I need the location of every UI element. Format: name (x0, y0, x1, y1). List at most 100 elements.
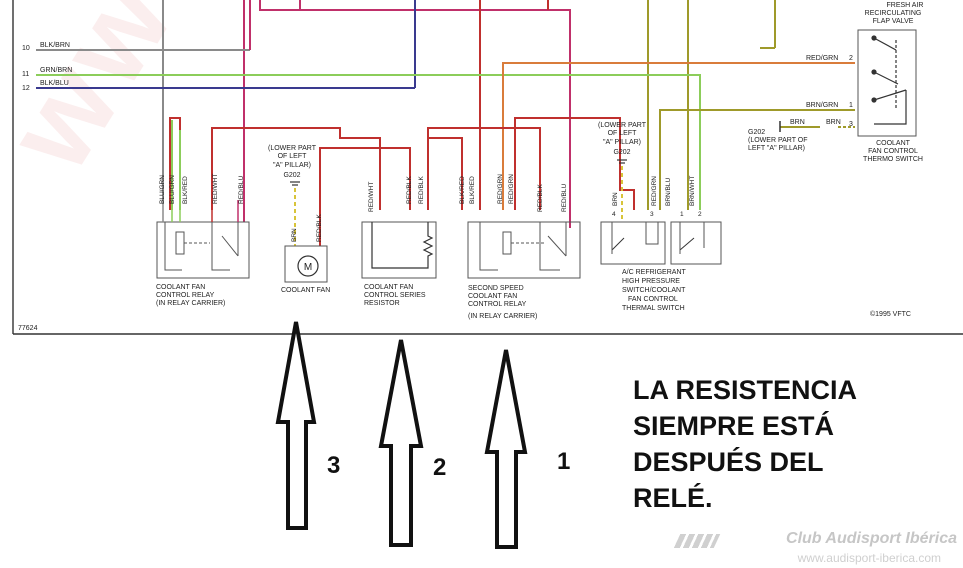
relay2-wire-label: RED/GRN (497, 174, 504, 204)
thermo-switch-label: FAN CONTROL (868, 148, 918, 155)
relay1-label: (IN RELAY CARRIER) (156, 300, 225, 307)
hp-pin: 3 (650, 211, 654, 218)
motor-icon (297, 255, 319, 277)
fan-box (284, 245, 328, 283)
wire-label: GRN/BRN (40, 67, 72, 74)
flap-valve-label: FLAP VALVE (873, 18, 914, 25)
hp-ground-label: G202 (613, 149, 630, 156)
hp-ground-location: (LOWER PART (598, 122, 647, 129)
hp-pin: 1 (680, 211, 684, 218)
ground-location: (LOWER PART OF (748, 137, 808, 144)
wire-label: BRN (790, 119, 805, 126)
flap-valve-label: FRESH AIR (887, 2, 924, 9)
relay2-wire-label: RED/BLU (561, 184, 568, 212)
club-brand: Club Audisport Ibérica (786, 530, 957, 547)
hp-switch-box (600, 221, 722, 265)
diagram-id: 77624 (18, 325, 38, 332)
wire-label: BRN (826, 119, 841, 126)
arrow-2-icon (378, 339, 424, 547)
wire-num: 11 (22, 71, 29, 78)
thermo-switch-label: THERMO SWITCH (863, 156, 923, 163)
resistor-box (361, 221, 437, 279)
relay1-wire-label: RED/WHT (212, 174, 219, 204)
hp-wire-label: BRN/BLU (665, 178, 672, 206)
relay2-label: CONTROL RELAY (468, 301, 527, 308)
flap-valve-label: RECIRCULATING (865, 10, 922, 17)
hp-pin: 2 (698, 211, 702, 218)
fan-ground-location: (LOWER PART (268, 145, 317, 152)
resistor-zigzag (371, 222, 434, 269)
relay1-label: COOLANT FAN (156, 284, 205, 291)
ground-label: G202 (748, 129, 765, 136)
thermo-switch-label: COOLANT (876, 140, 911, 147)
hp-switch-label: HIGH PRESSURE (622, 278, 680, 285)
resistor-wire-label: RED/WHT (368, 182, 375, 212)
wire-brn-grn (659, 109, 855, 210)
arrow-number-3: 3 (327, 452, 341, 479)
fan-wire-label: BRN (291, 228, 298, 242)
hp-switch-label: SWITCH/COOLANT (622, 287, 686, 294)
relay2-label: (IN RELAY CARRIER) (468, 313, 537, 320)
relay2-label: COOLANT FAN (468, 293, 517, 300)
caption-line: LA RESISTENCIA (633, 375, 858, 405)
relay1-wire-label: BLU/GRN (169, 175, 176, 204)
fan-label: COOLANT FAN (281, 287, 330, 294)
wire-11 (36, 74, 701, 210)
wire-label: BRN/GRN (806, 102, 838, 109)
copyright: ©1995 VFTC (870, 310, 911, 318)
ground-symbol (617, 159, 627, 164)
wire-red-grn (502, 62, 855, 210)
pin-label: 3 (849, 121, 853, 128)
caption-line: DESPUÉS DEL (633, 447, 824, 477)
relay2-wire-label: BLK/RED (459, 176, 466, 204)
ground-location: LEFT "A" PILLAR) (748, 145, 805, 152)
hp-ground-location: "A" PILLAR) (603, 139, 641, 146)
arrow-number-2: 2 (433, 454, 447, 481)
relay1-wire-label: BLK/RED (182, 176, 189, 204)
relay1-label: CONTROL RELAY (156, 292, 215, 299)
fan-ground-location: "A" PILLAR) (273, 162, 311, 169)
caption-line: SIEMPRE ESTÁ (633, 411, 835, 441)
wire-label: BLK/BLU (40, 80, 69, 87)
relay2-box (467, 221, 581, 279)
arrow-number-1: 1 (557, 448, 571, 475)
hp-switch-label: FAN CONTROL (628, 296, 678, 303)
resistor-wire-label: RED/BLK (418, 176, 425, 204)
resistor-label: RESISTOR (364, 300, 400, 307)
ground-symbol (290, 181, 300, 186)
pin-label: 2 (849, 55, 853, 62)
arrow-3-icon (275, 321, 317, 530)
arrow-1-icon (484, 349, 528, 549)
wire-label: BLK/BRN (40, 42, 70, 49)
relay1-wire-label: BLU/GRN (159, 175, 166, 204)
hp-wire-label: BRN (612, 192, 619, 206)
hp-wire-label: RED/GRN (651, 176, 658, 206)
relay1-wire-label: RED/BLU (238, 176, 245, 204)
club-url: www.audisport-iberica.com (797, 551, 941, 565)
resistor-label: CONTROL SERIES (364, 292, 426, 299)
thermo-switch-box (857, 29, 917, 137)
thermo-switch-contacts (871, 35, 907, 125)
relay1-box (156, 221, 250, 279)
hp-switch-label: THERMAL SWITCH (622, 305, 685, 312)
club-logo-icon (673, 534, 721, 548)
hp-wire-label: BRN/WHT (689, 176, 696, 206)
motor-symbol: M (304, 262, 312, 273)
caption: LA RESISTENCIA SIEMPRE ESTÁ DESPUÉS DEL … (633, 372, 857, 516)
relay2-wire-label: BLK/RED (469, 176, 476, 204)
hp-pin: 4 (612, 211, 616, 218)
relay2-wire-label: RED/GRN (508, 174, 515, 204)
hp-ground-location: OF LEFT (608, 130, 638, 137)
caption-line: RELÉ. (633, 483, 713, 513)
hp-switch-label: A/C REFRIGERANT (622, 269, 687, 276)
fan-ground-label: G202 (283, 172, 300, 179)
resistor-label: COOLANT FAN (364, 284, 413, 291)
wire-num: 12 (22, 85, 30, 92)
resistor-wire-label: RED/BLK (406, 176, 413, 204)
wire-label: RED/GRN (806, 55, 838, 62)
fan-ground-location: OF LEFT (278, 153, 308, 160)
relay2-wire-label: RED/BLK (537, 184, 544, 212)
relay2-label: SECOND SPEED (468, 285, 524, 292)
wire-num: 10 (22, 45, 30, 52)
